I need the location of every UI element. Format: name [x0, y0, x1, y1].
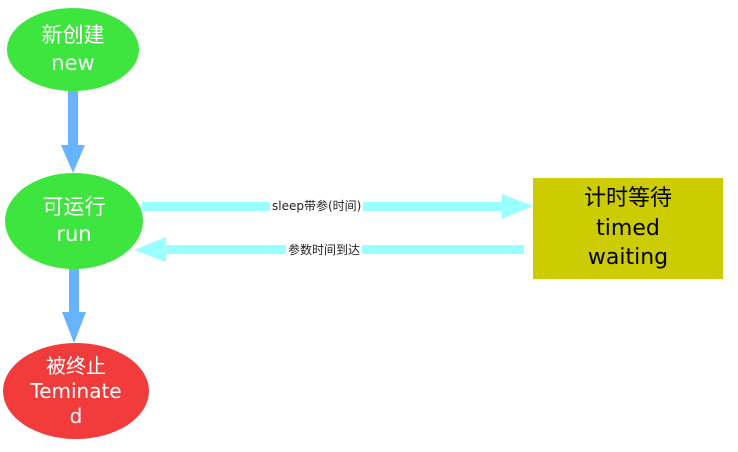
state-run-label-zh: 可运行 — [42, 194, 106, 219]
edge-label-timeout: 参数时间到达 — [286, 243, 363, 257]
state-terminated-label-en-2: d — [69, 403, 83, 428]
state-timed-label-en-1: timed — [596, 215, 660, 241]
state-run-node: 可运行 run — [5, 173, 143, 269]
state-terminated-label-en-1: Teminate — [30, 378, 122, 403]
state-timed-label-zh: 计时等待 — [583, 185, 672, 211]
state-timed-waiting-node: 计时等待 timed waiting — [533, 178, 723, 279]
arrow-new-to-run — [61, 91, 85, 173]
state-new-node: 新创建 new — [7, 8, 139, 91]
state-timed-label-en-2: waiting — [587, 245, 669, 271]
state-new-label-en: new — [51, 50, 95, 75]
edge-label-sleep: sleep带参(时间) — [270, 199, 364, 213]
state-new-label-zh: 新创建 — [41, 23, 105, 48]
state-terminated-node: 被终止 Teminate d — [3, 343, 149, 439]
arrow-run-to-terminated — [62, 268, 86, 343]
state-terminated-label-zh: 被终止 — [46, 353, 106, 378]
state-run-label-en: run — [56, 222, 92, 246]
